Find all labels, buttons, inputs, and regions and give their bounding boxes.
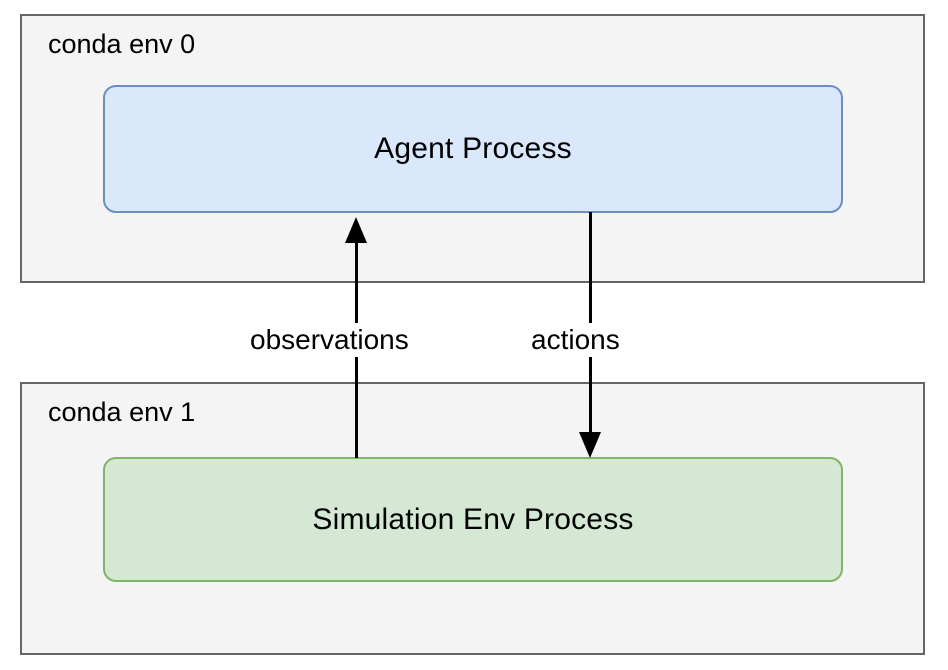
node-simulation-env-process[interactable]: Simulation Env Process [103, 457, 843, 582]
node-label-simulation-env-process: Simulation Env Process [312, 502, 634, 536]
arrow-down-icon [579, 432, 601, 458]
arrow-up-icon [345, 217, 367, 243]
container-title-conda-env-0: conda env 0 [48, 29, 196, 59]
container-title-conda-env-1: conda env 1 [48, 397, 196, 427]
edge-label-observations: observations [246, 323, 413, 358]
node-agent-process[interactable]: Agent Process [103, 85, 843, 213]
node-label-agent-process: Agent Process [374, 132, 572, 165]
edge-label-actions: actions [527, 323, 624, 358]
